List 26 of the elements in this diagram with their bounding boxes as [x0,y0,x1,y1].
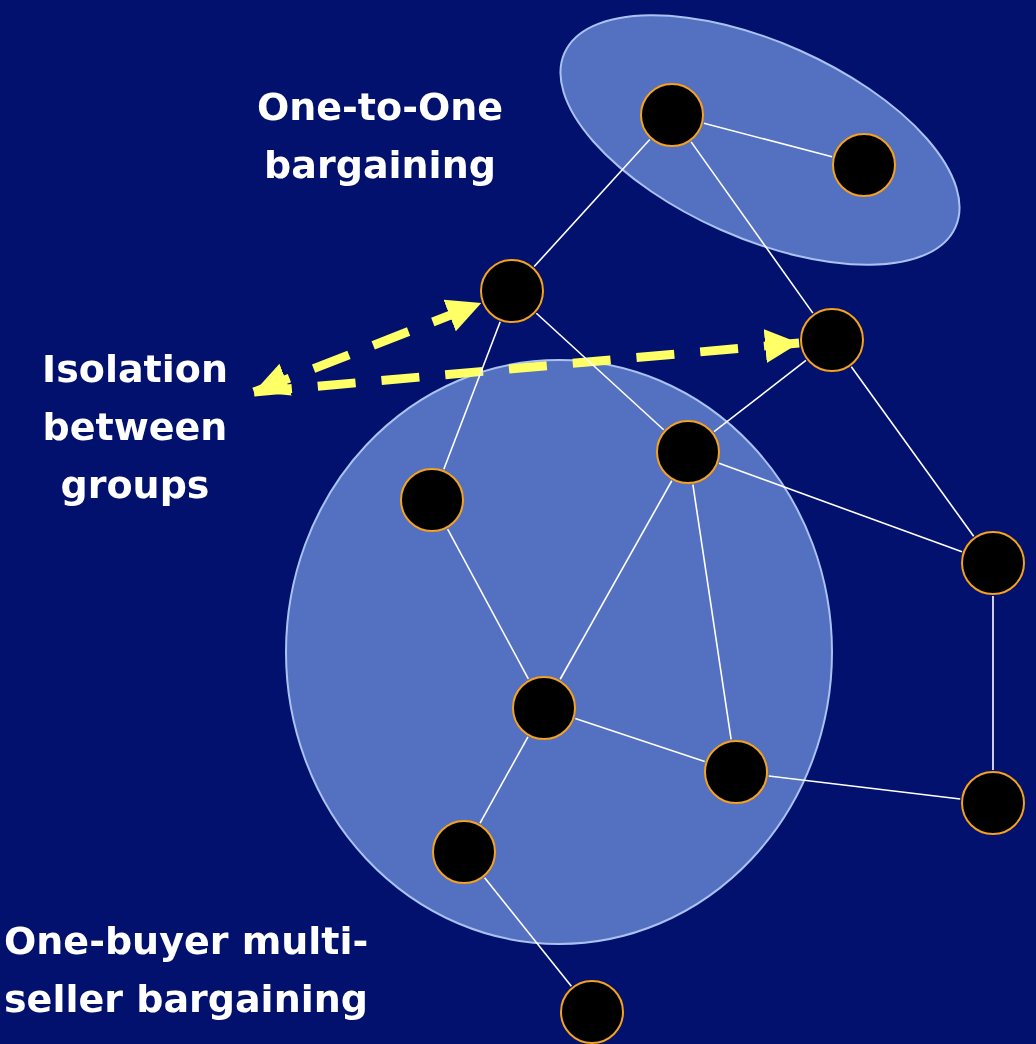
network-node-circle [961,531,1025,595]
connector-line [559,479,673,681]
dashed-arrow [253,329,800,397]
connector-line [992,595,994,771]
annotation-text: Isolation between groups [41,346,229,509]
connector-line [767,775,962,800]
dashed-arrow [252,298,483,397]
connector-line [533,138,651,268]
group-label: One-to-One bargaining [255,84,505,189]
connector-line [446,528,530,680]
network-node-circle [961,771,1025,835]
connector-line [574,717,706,763]
group-label: One-buyer multi-seller bargaining [4,918,370,1023]
connector-line [713,359,807,433]
network-node-circle [800,308,864,372]
connector-line [690,141,814,314]
connector-line [850,365,975,538]
network-node-circle [560,980,624,1044]
connector-line [718,462,963,553]
connector-line [483,876,573,988]
connector-line [479,736,529,824]
connector-line [692,483,732,741]
connector-line [443,321,501,470]
connector-line [703,122,833,158]
network-node-circle [480,259,544,323]
connector-line [535,312,665,431]
